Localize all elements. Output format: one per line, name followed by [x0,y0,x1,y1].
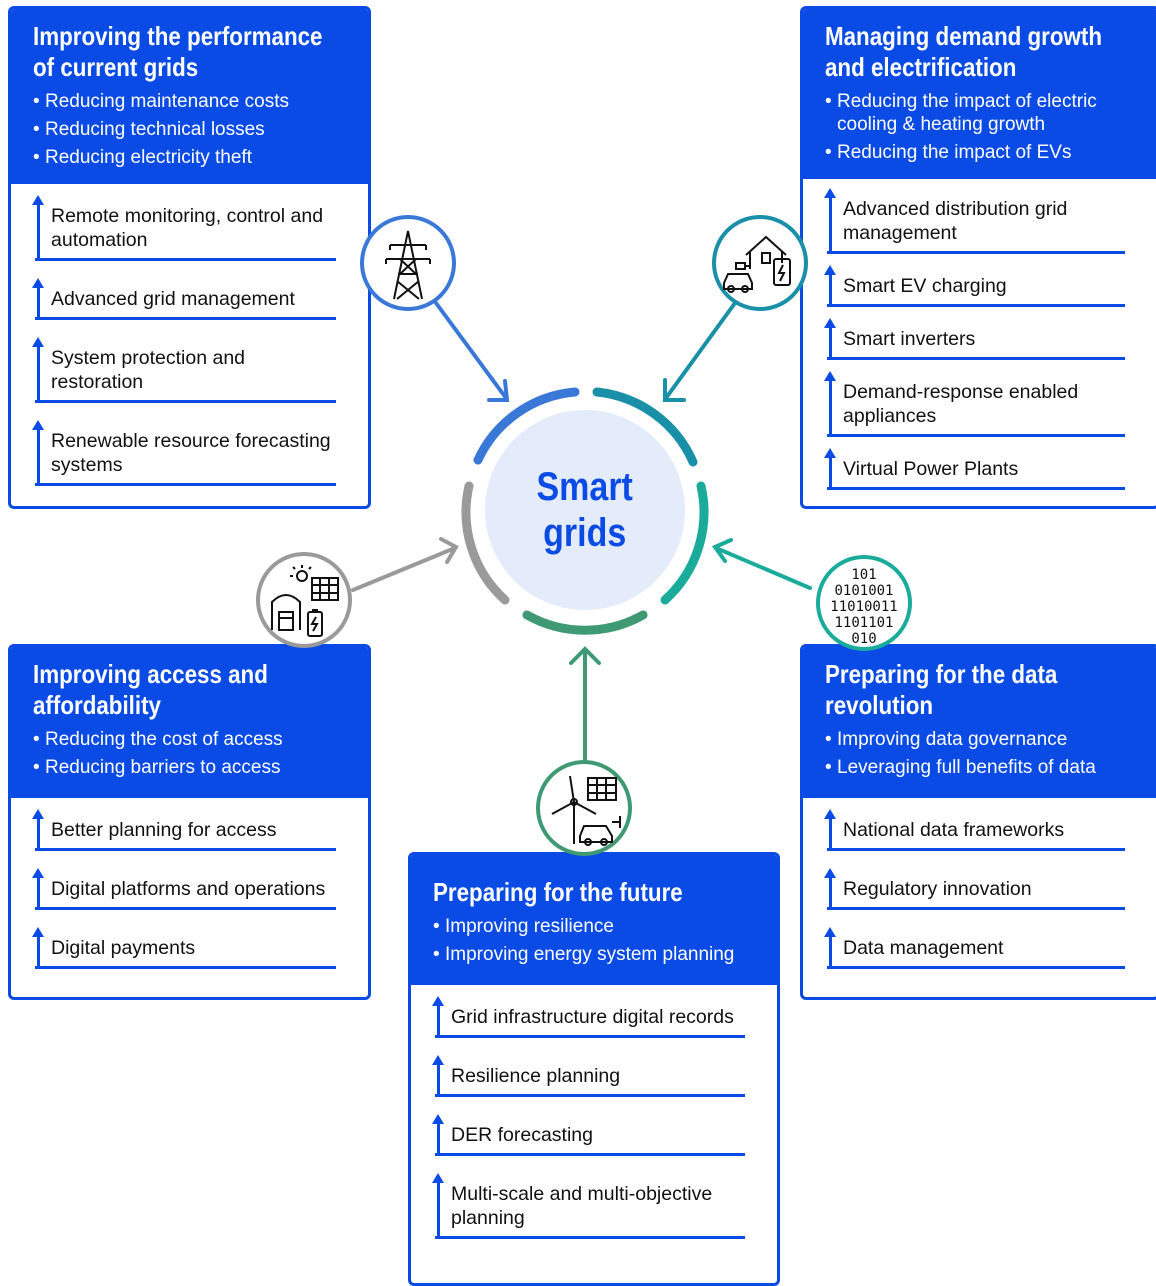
center-circle [485,410,685,610]
list-item: Virtual Power Plants [824,448,1125,490]
list-item: System protection and restoration [32,337,336,403]
panel-data-items: National data frameworks Regulatory inno… [803,798,1156,969]
ring-arc-blue [473,387,580,465]
bullet: Reducing maintenance costs [33,90,348,113]
bullet: Improving energy system planning [433,943,757,966]
list-item: Advanced distribution grid management [824,188,1125,254]
list-item: Digital platforms and operations [32,868,336,910]
ring-arc-green [522,610,648,635]
arrow-access [351,537,459,592]
bullet: Reducing barriers to access [33,756,348,779]
panel-future: Preparing for the future Improving resil… [408,852,780,1286]
ring-arc-teal-light [660,481,709,605]
panel-access: Improving access and affordability Reduc… [8,644,371,1000]
bullet: Improving data governance [825,728,1137,751]
list-item: Smart EV charging [824,265,1125,307]
panel-data-header: Preparing for the data revolution Improv… [803,647,1156,798]
house-ev-charger-icon [712,215,808,311]
panel-performance-header: Improving the performance of current gri… [11,9,368,184]
list-item: Data management [824,927,1125,969]
panel-data-title: Preparing for the data revolution [825,659,1058,720]
panel-performance: Improving the performance of current gri… [8,6,371,509]
list-item: Regulatory innovation [824,868,1125,910]
list-item: National data frameworks [824,809,1125,851]
binary-data-text: 101 0101001 11010011 1101101 010 [830,567,898,647]
panel-demand-title: Managing demand growth and electrificati… [825,21,1103,82]
panel-future-header: Preparing for the future Improving resil… [411,855,777,985]
list-item: Demand-response enabled appliances [824,371,1125,437]
panel-performance-title: Improving the performance of current gri… [33,21,323,82]
list-item: Better planning for access [32,809,336,851]
bullet: Reducing the impact of EVs [825,141,1137,164]
bullet: Reducing the impact of electric cooling … [825,90,1137,136]
list-item: Renewable resource forecasting systems [32,420,336,486]
binary-data-icon: 101 0101001 11010011 1101101 010 [816,555,912,651]
panel-performance-bullets: Reducing maintenance costs Reducing tech… [33,90,348,169]
arrow-data [711,538,812,590]
panel-future-title: Preparing for the future [433,877,683,907]
panel-data: Preparing for the data revolution Improv… [800,644,1156,1000]
panel-demand: Managing demand growth and electrificati… [800,6,1156,509]
wind-solar-ev-icon [536,760,632,856]
panel-future-bullets: Improving resilience Improving energy sy… [433,915,757,966]
panel-performance-items: Remote monitoring, control and automatio… [11,184,368,486]
bullet: Reducing technical losses [33,118,348,141]
list-item: Resilience planning [432,1055,745,1097]
center-title: Smart grids [536,465,634,555]
arrow-performance [434,301,510,402]
panel-demand-items: Advanced distribution grid management Sm… [803,179,1156,490]
center-label: Smart grids [485,410,685,610]
bullet: Leveraging full benefits of data [825,756,1137,779]
list-item: Grid infrastructure digital records [432,996,745,1038]
transmission-tower-icon [360,215,456,311]
bullet: Reducing the cost of access [33,728,348,751]
bullet: Reducing electricity theft [33,146,348,169]
arrow-demand [663,301,737,402]
panel-access-bullets: Reducing the cost of access Reducing bar… [33,728,348,779]
panel-access-items: Better planning for access Digital platf… [11,798,368,969]
house-solar-battery-icon [256,552,352,648]
list-item: DER forecasting [432,1114,745,1156]
ring-arc-teal [592,387,698,467]
bullet: Improving resilience [433,915,757,938]
list-item: Advanced grid management [32,278,336,320]
panel-access-title: Improving access and affordability [33,659,268,720]
panel-demand-bullets: Reducing the impact of electric cooling … [825,90,1137,164]
list-item: Remote monitoring, control and automatio… [32,195,336,261]
list-item: Multi-scale and multi-objective planning [432,1173,745,1239]
list-item: Smart inverters [824,318,1125,360]
panel-access-header: Improving access and affordability Reduc… [11,647,368,798]
list-item: Digital payments [32,927,336,969]
arrow-future [569,646,601,766]
panel-data-bullets: Improving data governance Leveraging ful… [825,728,1137,779]
panel-demand-header: Managing demand growth and electrificati… [803,9,1156,179]
panel-future-items: Grid infrastructure digital records Resi… [411,985,777,1239]
ring-arc-gray [461,481,510,605]
